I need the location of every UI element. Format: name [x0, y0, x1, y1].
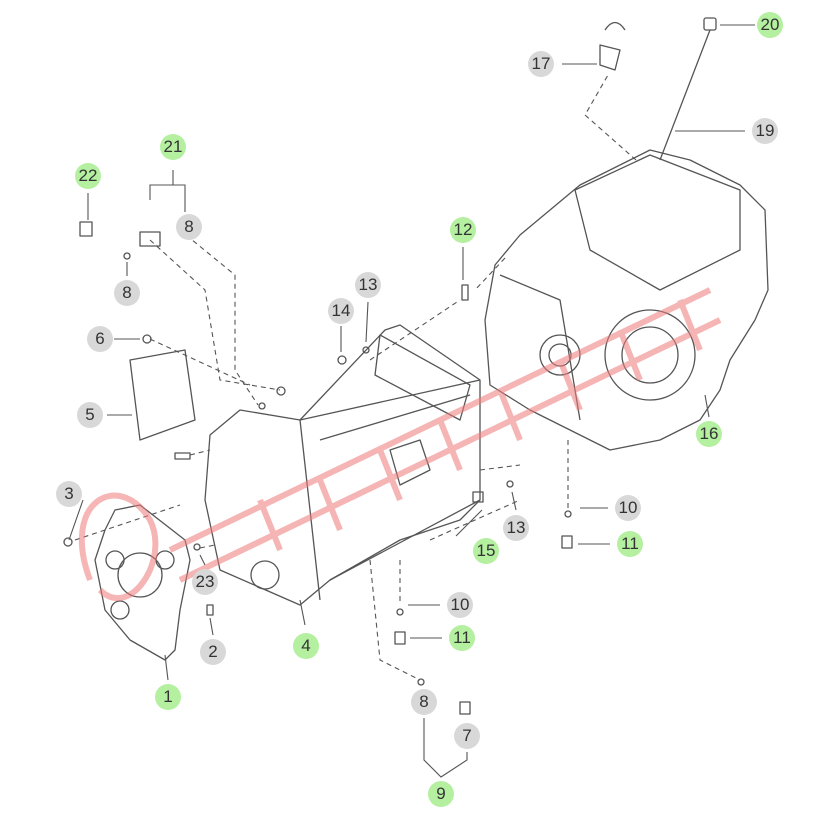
callout-part-23[interactable]: 23	[192, 569, 218, 595]
callout-part-10[interactable]: 10	[615, 495, 641, 521]
callout-part-21[interactable]: 21	[160, 134, 186, 160]
callout-part-14[interactable]: 14	[328, 298, 354, 324]
callout-part-22[interactable]: 22	[75, 163, 101, 189]
callout-part-13[interactable]: 13	[355, 272, 381, 298]
callout-part-16[interactable]: 16	[696, 421, 722, 447]
callout-part-17[interactable]: 17	[528, 51, 554, 77]
elbow-fitting	[139, 231, 161, 247]
callout-part-11[interactable]: 11	[617, 531, 643, 557]
callout-part-11[interactable]: 11	[449, 625, 475, 651]
callout-part-7[interactable]: 7	[454, 723, 480, 749]
callout-part-10[interactable]: 10	[447, 592, 473, 618]
fitting-22	[79, 221, 93, 237]
callout-part-13[interactable]: 13	[503, 515, 529, 541]
callout-part-1[interactable]: 1	[155, 684, 181, 710]
callout-part-12[interactable]: 12	[450, 217, 476, 243]
cover-plate-5	[129, 349, 196, 441]
breather-17	[599, 21, 626, 71]
rear-housing-16	[484, 149, 769, 451]
callout-part-6[interactable]: 6	[87, 326, 113, 352]
dipstick	[659, 29, 711, 161]
callout-part-19[interactable]: 19	[752, 118, 778, 144]
callout-part-4[interactable]: 4	[293, 633, 319, 659]
callout-part-8[interactable]: 8	[176, 214, 202, 240]
callout-part-5[interactable]: 5	[77, 402, 103, 428]
callout-part-20[interactable]: 20	[757, 12, 783, 38]
callout-part-2[interactable]: 2	[200, 639, 226, 665]
callout-part-8[interactable]: 8	[411, 689, 437, 715]
callout-part-8[interactable]: 8	[114, 280, 140, 306]
callout-part-9[interactable]: 9	[428, 781, 454, 807]
callout-part-15[interactable]: 15	[473, 538, 499, 564]
callout-part-3[interactable]: 3	[56, 481, 82, 507]
